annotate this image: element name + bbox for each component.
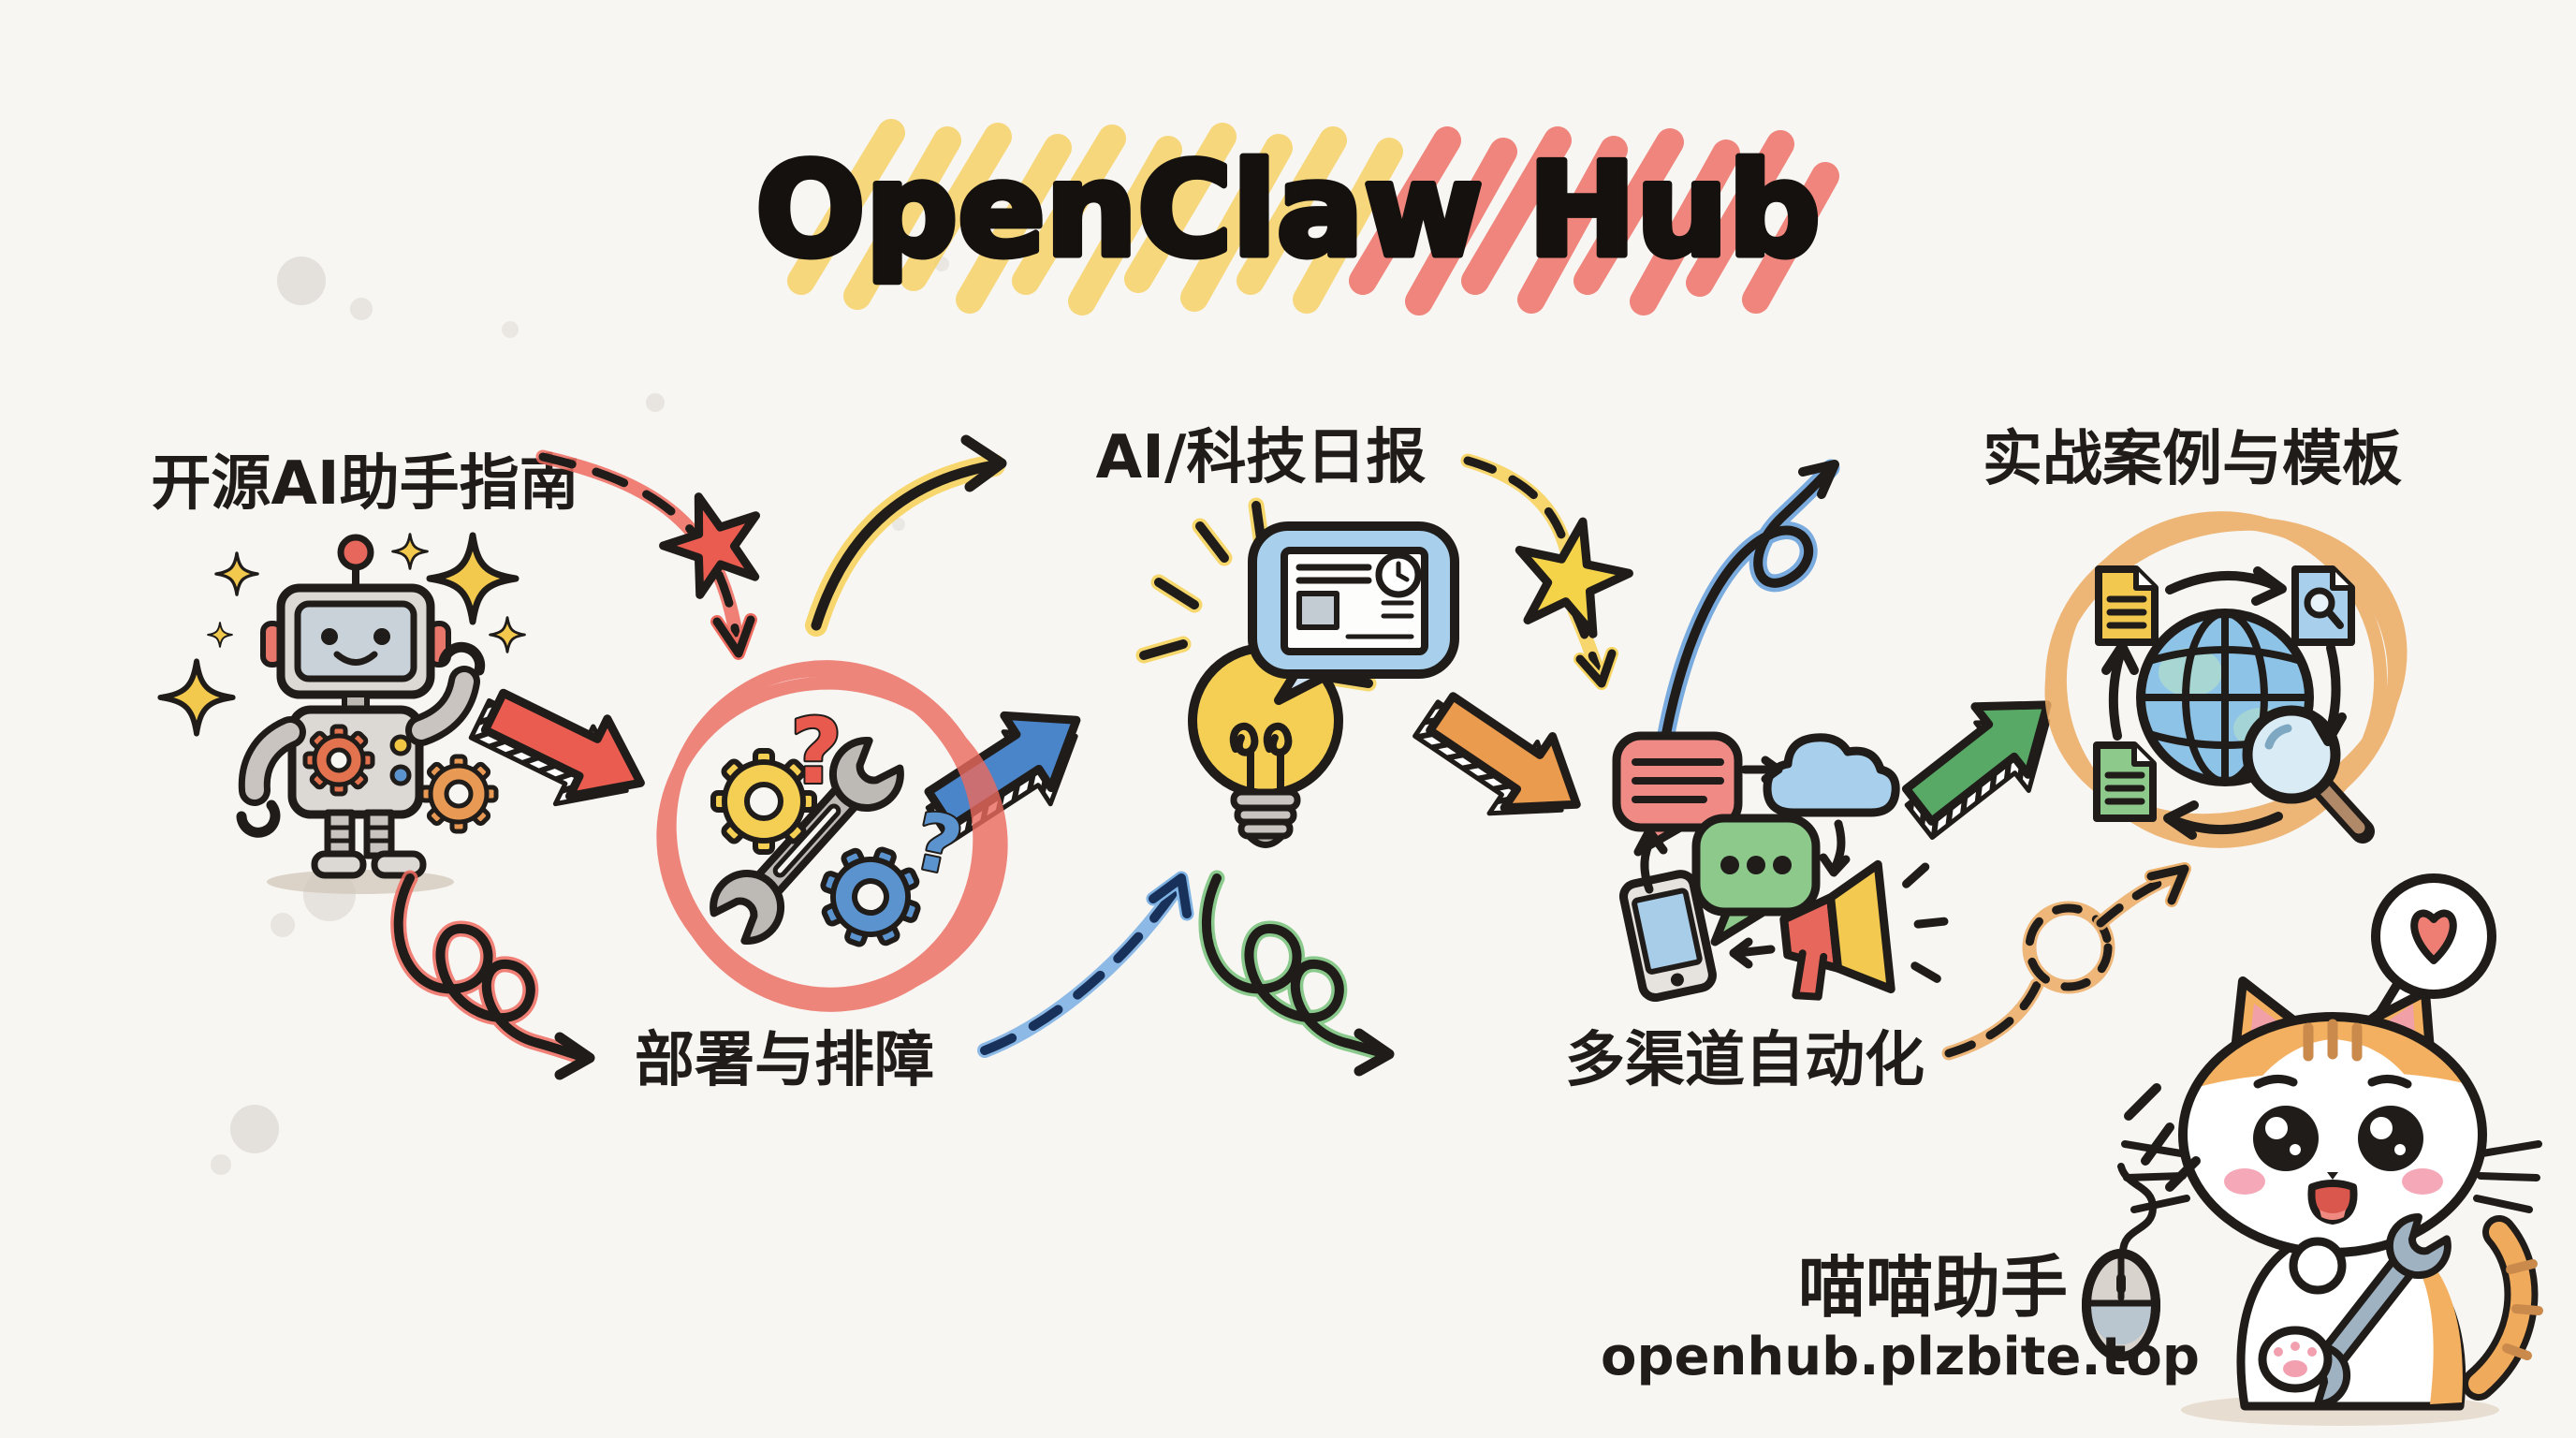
newspaper-icon: [1281, 547, 1428, 655]
wrench-icon: [710, 737, 904, 945]
newspaper-speech-bubble-icon: [1248, 521, 1459, 705]
dots-bubble-icon: [1691, 814, 1821, 946]
label-cases: 实战案例与模板: [1983, 425, 2402, 494]
label-daily: AI/科技日报: [1096, 423, 1427, 492]
label-deploy: 部署与排障: [635, 1026, 934, 1095]
channels-cluster: [1612, 731, 1949, 1003]
heart-bubble-icon: [2371, 873, 2496, 1021]
cases-cluster: [2044, 511, 2408, 848]
cat-paw-pads: [2258, 1326, 2333, 1393]
arrow-troubleshoot-to-daily: [805, 434, 1007, 637]
red-scribble-circle: [656, 660, 1008, 1012]
arrow-guide-to-troubleshoot-dashed: [535, 449, 774, 660]
arrow-daily-to-channels-dashed: [1460, 453, 1637, 690]
troubleshoot-cluster: ? ?: [656, 660, 1008, 1012]
title-block: OpenClaw Hub: [753, 119, 1839, 315]
heart-icon: [2410, 909, 2457, 964]
gear-icon: [418, 754, 499, 834]
squiggle-robot-to-deploy: [390, 870, 595, 1080]
document-icon-green: [2093, 741, 2157, 822]
antenna-ball: [337, 534, 374, 571]
megaphone-icon: [1779, 859, 1949, 1001]
arrow-daily-to-channels-block: [1402, 672, 1601, 851]
title-highlight-scribble: [787, 119, 1839, 315]
brand-name: 喵喵助手: [1798, 1248, 2068, 1327]
squiggle-daily-to-channels: [1198, 870, 1395, 1077]
smartphone-icon: [1619, 870, 1717, 1003]
cat-eye-right: [2358, 1106, 2423, 1171]
robot-face-screen: [294, 600, 417, 682]
cat-whiskers: [2121, 1140, 2542, 1213]
red-star-icon: [652, 482, 774, 601]
robot-right-hand: [438, 641, 486, 676]
arrow-channels-to-cases-dashed-loop: [1941, 862, 2191, 1061]
cycle-arrows: [2101, 566, 2347, 840]
site-url: openhub.plzbite.top: [1601, 1327, 2200, 1387]
magnifier-icon: [2242, 705, 2375, 844]
channel-flow-arrows: [1635, 756, 1851, 969]
blue-gear-icon: [820, 846, 921, 947]
document-icon-blue: [2291, 565, 2355, 646]
cat-paw-front: [2289, 1237, 2347, 1295]
chest-gear-icon: [302, 724, 375, 797]
cloud-icon: [1763, 733, 1900, 817]
cat-eye-left: [2253, 1106, 2319, 1171]
arrow-channels-to-cases-loop: [1652, 459, 1840, 770]
document-icon-yellow: [2095, 565, 2159, 646]
label-guide: 开源AI助手指南: [151, 449, 578, 519]
emphasis-marks: [2124, 1083, 2201, 1192]
yellow-gear-icon: [710, 748, 817, 855]
page-title: OpenClaw Hub: [755, 135, 1821, 286]
robot-icon: [236, 534, 499, 894]
arrow-robot-to-troubleshoot-block: [461, 668, 660, 833]
red-question-mark: ?: [790, 699, 842, 804]
robot-left-hand: [236, 800, 281, 838]
blue-question-mark: ?: [906, 795, 970, 894]
label-channels: 多渠道自动化: [1565, 1026, 1925, 1095]
cat-icon: [2121, 976, 2543, 1426]
computer-mouse-icon: [2082, 1163, 2160, 1361]
mouse-cable: [2117, 1163, 2157, 1256]
arrow-deploy-to-daily-dashed: [977, 871, 1194, 1058]
